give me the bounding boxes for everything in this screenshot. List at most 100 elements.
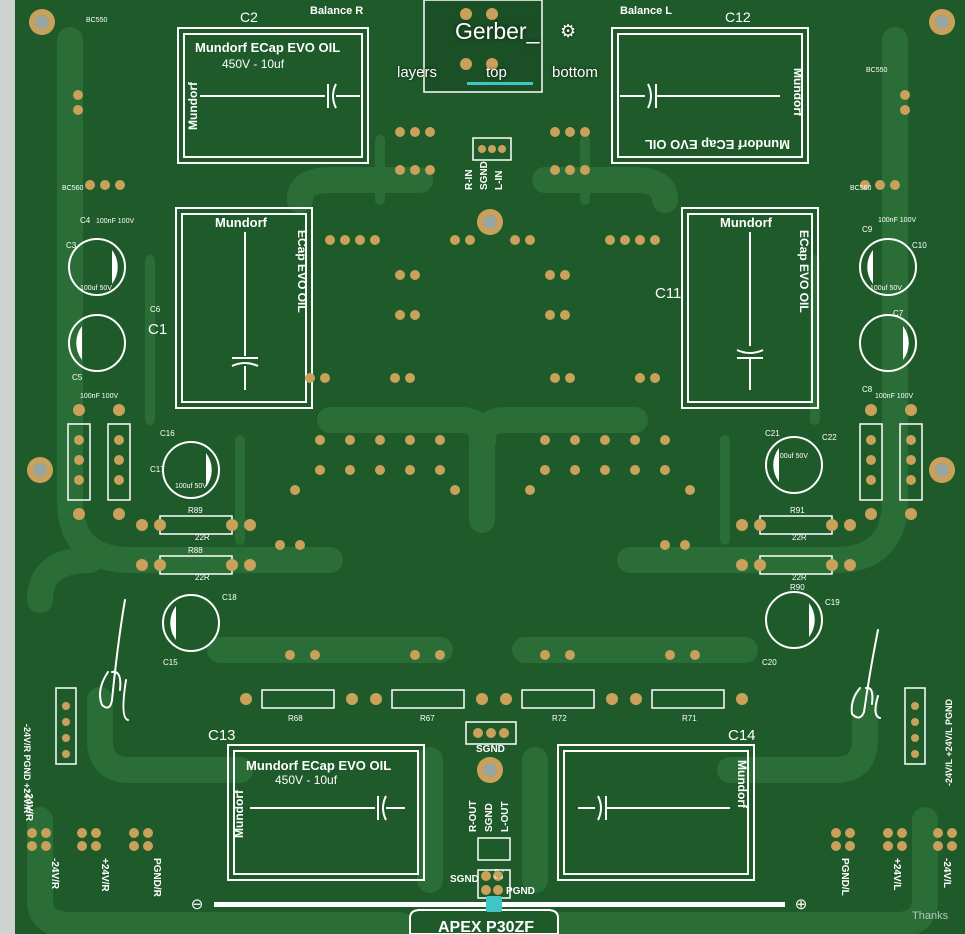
copper-traces-thin	[145, 135, 820, 545]
fullscreen-icon[interactable]: ⛶	[494, 867, 504, 881]
c21-value: 100uf 50V	[776, 453, 808, 460]
balance-l-label: Balance L	[620, 5, 672, 17]
component-field	[73, 90, 910, 660]
c13-brand-vert: Mundorf	[232, 789, 246, 838]
c9-label: C9	[862, 225, 873, 234]
c16-label: C16	[160, 429, 175, 438]
r-out-label: R-OUT	[468, 800, 479, 832]
q-bc560-label: BC560	[62, 185, 84, 192]
c17-value: 100uf 50V	[175, 483, 207, 490]
c20-label: C20	[762, 658, 777, 667]
pos24l-bottom: +24V/L	[891, 858, 902, 891]
neg24r-vert: -24V/R	[23, 790, 34, 822]
c8-film-value: 100nF 100V	[875, 393, 913, 400]
sgnd-in-label: SGND	[479, 161, 490, 190]
r67-label: R67	[420, 714, 435, 723]
top-heatsink-outline	[423, 0, 543, 93]
balance-r-label: Balance R	[310, 5, 363, 17]
c21-label: C21	[765, 429, 780, 438]
supply-r-label: -24V/R PGND +24V/R	[22, 724, 32, 814]
copper-traces	[27, 27, 938, 934]
window-edge	[0, 0, 15, 934]
q-bc550-label: BC550	[86, 17, 108, 24]
c7-label: C7	[893, 309, 904, 318]
viewer-title: Gerber_	[455, 18, 540, 44]
r90-value: 22R	[792, 573, 807, 582]
zoom-in-icon[interactable]: ⊕	[794, 896, 808, 913]
pgndl-bottom: PGND/L	[839, 858, 850, 896]
r88-label: R88	[188, 546, 203, 555]
r89-label: R89	[188, 506, 203, 515]
sgnd-out-label: SGND	[476, 744, 505, 755]
r72-label: R72	[552, 714, 567, 723]
c6-label: C6	[150, 305, 161, 314]
c9-film-value: 100nF 100V	[878, 217, 916, 224]
mounting-holes	[27, 9, 955, 783]
c8-label: C8	[862, 385, 873, 394]
connectors	[27, 137, 957, 899]
pgndr-bottom: PGND/R	[151, 858, 162, 898]
capacitor-c2	[177, 27, 369, 164]
tab-top[interactable]: top	[486, 64, 507, 81]
c15-label: C15	[163, 658, 178, 667]
signature-right	[850, 629, 881, 719]
tab-bottom[interactable]: bottom	[552, 64, 598, 81]
r88-value: 22R	[195, 573, 210, 582]
supply-l-label: -24V/L +24V/L PGND	[944, 699, 954, 786]
c1-label: C1	[148, 321, 167, 338]
electrolytic-caps	[68, 238, 917, 652]
c14-brand-vert: Mundorf	[735, 760, 749, 809]
silk-labels: Balance R Balance L 22R 22R 22R 22R R68 …	[62, 5, 927, 897]
zoom-slider-handle[interactable]	[485, 896, 502, 912]
active-tab-indicator	[467, 82, 533, 85]
sgnd-out-vert: SGND	[484, 803, 495, 832]
c2-model: Mundorf ECap EVO OIL	[195, 40, 340, 55]
c17-label: C17	[150, 465, 165, 474]
neg24r-bottom: -24V/R	[49, 858, 60, 890]
c2-brand-vert: Mundorf	[186, 81, 200, 130]
c10-label: C10	[912, 241, 927, 250]
c13-model: Mundorf ECap EVO OIL	[246, 758, 391, 773]
c10-value: 100uf 50V	[870, 285, 902, 292]
c11-brand: Mundorf	[720, 215, 773, 230]
capacitor-c12	[611, 27, 809, 164]
c5-label: C5	[72, 373, 83, 382]
c2-rating: 450V - 10uf	[222, 57, 285, 71]
vertical-labels: R-IN SGND L-IN R-OUT SGND L-OUT -24V/R -…	[22, 68, 954, 898]
c1-brand: Mundorf	[215, 215, 268, 230]
c3-label: C3	[66, 241, 77, 250]
pos24r-bottom: +24V/R	[99, 858, 110, 892]
c14-label: C14	[728, 727, 756, 744]
board-nameplate	[409, 909, 559, 934]
c19-label: C19	[825, 598, 840, 607]
c4-film-value: 100nF 100V	[96, 218, 134, 225]
tab-layers[interactable]: layers	[397, 64, 438, 81]
c13-label: C13	[208, 727, 236, 744]
r91-value: 22R	[792, 533, 807, 542]
signature-left	[99, 599, 129, 721]
l-in-label: L-IN	[494, 171, 505, 190]
c12-brand-vert: Mundorf	[791, 68, 805, 117]
pad	[460, 58, 472, 70]
c11-label: C11	[655, 285, 681, 302]
electrolytic-fill	[76, 250, 909, 640]
pad	[486, 8, 498, 20]
c2-label: C2	[240, 9, 258, 25]
q-bc560-label-r: BC560	[850, 185, 872, 192]
c22-label: C22	[822, 433, 837, 442]
zoom-out-icon[interactable]: ⊖	[190, 896, 204, 913]
board-name: APEX P30ZF	[438, 919, 534, 934]
c1-model-vert: ECap EVO OIL	[295, 230, 309, 313]
c12-model: Mundorf ECap EVO OIL	[645, 137, 790, 152]
q-bc550-label-r: BC550	[866, 67, 888, 74]
gear-icon[interactable]: ⚙	[560, 21, 577, 41]
r89-value: 22R	[195, 533, 210, 542]
capacitor-c13	[227, 744, 425, 881]
r91-label: R91	[790, 506, 805, 515]
capacitor-c1	[175, 207, 313, 409]
l-out-label: L-OUT	[500, 801, 511, 832]
r71-label: R71	[682, 714, 697, 723]
c5-film-value: 100nF 100V	[80, 393, 118, 400]
r68-label: R68	[288, 714, 303, 723]
